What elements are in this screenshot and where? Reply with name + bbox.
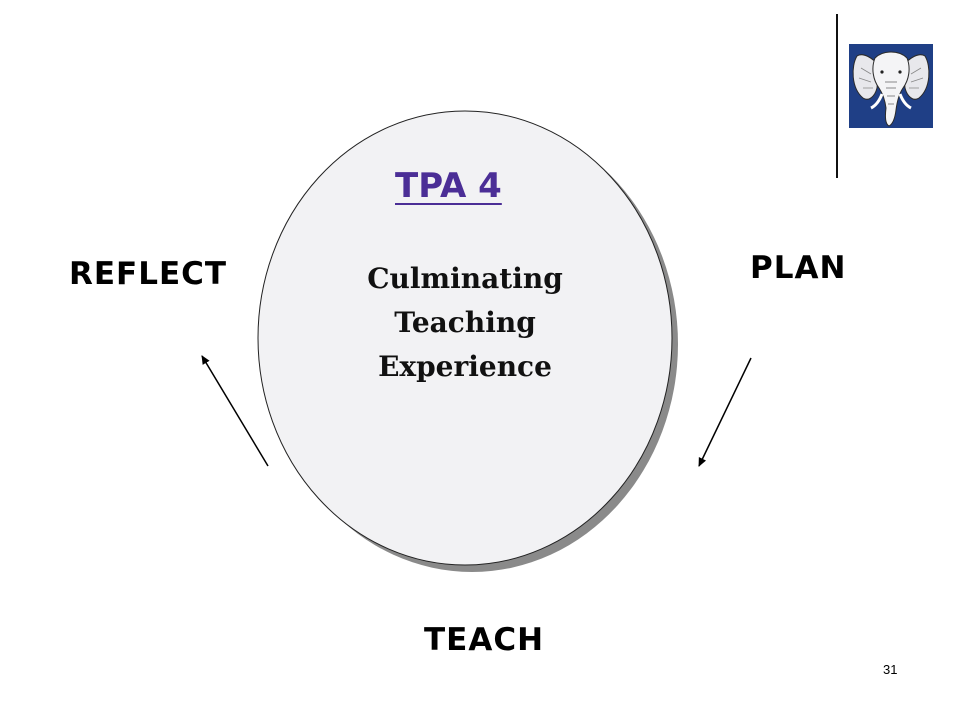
center-line: Teaching [394, 306, 536, 339]
center-line: Experience [378, 350, 552, 383]
stage-label-teach: TEACH [424, 622, 545, 658]
arrow-teach-to-reflect [201, 355, 269, 467]
center-line: Culminating [367, 262, 563, 295]
center-title: TPA 4 [395, 166, 502, 206]
center-description: Culminating Teaching Experience [330, 257, 600, 389]
stage-label-reflect: REFLECT [69, 256, 228, 292]
elephant-icon [849, 44, 933, 128]
divider-line [836, 14, 838, 178]
stage-label-plan: PLAN [750, 250, 847, 286]
logo [849, 44, 933, 128]
center-circle [257, 110, 673, 566]
slide-number: 31 [883, 662, 898, 677]
arrow-plan-to-teach [698, 357, 752, 467]
